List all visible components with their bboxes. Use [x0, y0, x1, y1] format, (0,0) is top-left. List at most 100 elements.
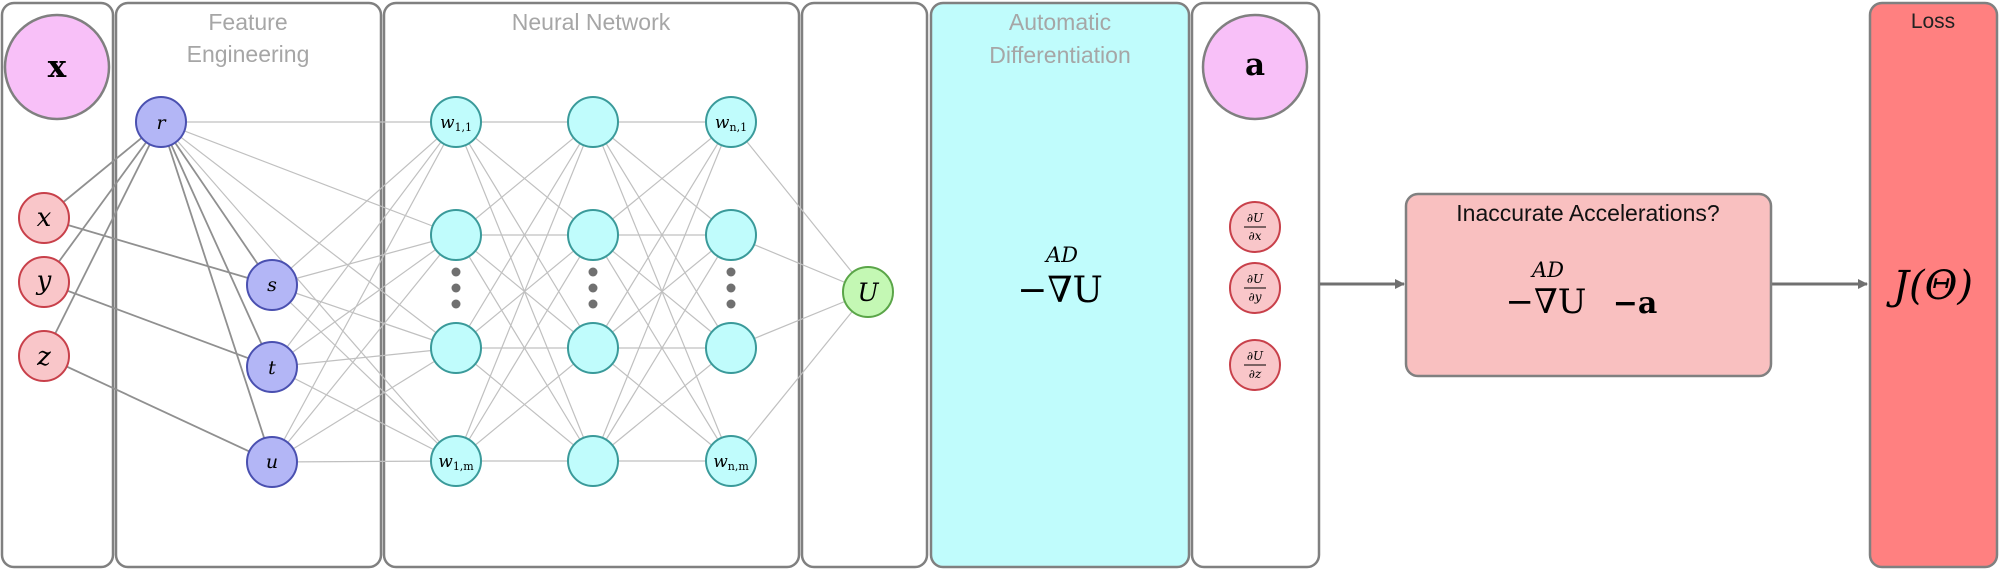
feature-node-s: [246, 259, 298, 311]
ellipsis-dot: [726, 283, 736, 293]
ad-title-line1: Automatic: [1009, 9, 1111, 35]
edge: [271, 234, 457, 368]
neuron: [567, 435, 619, 487]
neuron: [567, 96, 619, 148]
edge: [271, 121, 457, 368]
edge: [271, 284, 457, 349]
automatic-differentiation-panel: [929, 1, 1191, 569]
ellipsis-dot: [451, 299, 461, 309]
ellipsis-dot: [588, 283, 598, 293]
edge: [455, 121, 594, 236]
neuron-w1m: [430, 435, 482, 487]
ellipsis-dot: [451, 283, 461, 293]
edge: [592, 121, 732, 462]
edge: [271, 284, 457, 462]
edge: [271, 121, 457, 463]
edge: [271, 234, 457, 286]
input-label-x: x: [37, 203, 52, 233]
error-box-title: Inaccurate Accelerations?: [1456, 200, 1719, 226]
feature-label-u: u: [266, 451, 278, 473]
edge: [43, 121, 162, 283]
edge: [730, 291, 869, 462]
output-node-U: [842, 266, 894, 318]
feature-label-t: t: [268, 357, 276, 379]
neuron-label-w11: w1,1: [440, 113, 472, 134]
edge: [43, 355, 273, 463]
feature-node-t: [246, 341, 298, 393]
input-label-y: y: [36, 266, 52, 296]
feature-node-r: [135, 96, 187, 148]
neuron: [430, 322, 482, 374]
ad-title-line2: Differentiation: [989, 42, 1131, 68]
edge: [43, 217, 273, 286]
ellipsis-dot: [588, 267, 598, 277]
input-vector-label: x: [48, 49, 67, 85]
partial-denominator: ∂x: [1249, 229, 1262, 243]
partial-numerator: ∂U: [1247, 211, 1264, 225]
partial-derivative-y: ∂U ∂y: [1229, 262, 1281, 314]
neuron: [705, 322, 757, 374]
acceleration-vector-label: a: [1245, 47, 1265, 83]
neuron-label-wn1: wn,1: [715, 113, 747, 134]
input-node-y: [18, 256, 70, 308]
partial-denominator: ∂y: [1249, 290, 1262, 304]
neuron-wn1: [705, 96, 757, 148]
edge: [730, 121, 869, 293]
partial-numerator: ∂U: [1247, 349, 1264, 363]
partial-derivative-x: ∂U ∂x: [1229, 201, 1281, 253]
edge: [455, 347, 594, 462]
edge: [160, 121, 273, 368]
neuron: [705, 209, 757, 261]
ad-gradient-expression: −∇U: [1017, 270, 1103, 311]
input-node-x: [18, 192, 70, 244]
partial-numerator: ∂U: [1247, 272, 1264, 286]
inaccurate-accelerations-box: [1404, 192, 1773, 378]
neuron-w11: [430, 96, 482, 148]
edge: [43, 121, 162, 357]
nn-title: Neural Network: [512, 9, 671, 35]
partial-denominator: ∂z: [1249, 367, 1262, 381]
neuron: [567, 322, 619, 374]
edge: [592, 121, 732, 236]
feature-node-u: [246, 436, 298, 488]
edge: [271, 347, 457, 368]
input-vector-node: [3, 13, 111, 121]
neuron-wnm: [705, 435, 757, 487]
edge: [592, 234, 732, 462]
edge: [160, 121, 273, 286]
feature-label-r: r: [156, 112, 167, 134]
hidden2-hidden3-edges: [592, 121, 732, 462]
acceleration-vector-node: [1201, 13, 1309, 121]
loss-panel: [1868, 1, 1999, 569]
ellipsis-dot: [588, 299, 598, 309]
error-ad-superscript: AD: [1530, 258, 1564, 282]
partial-derivative-z: ∂U ∂z: [1229, 339, 1281, 391]
ellipsis-dot: [726, 267, 736, 277]
ellipsis-dot: [451, 267, 461, 277]
neuron-label-wnm: wn,m: [713, 452, 749, 473]
edge: [271, 460, 457, 463]
feature-title-line1: Feature: [208, 9, 287, 35]
input-node-z: [18, 330, 70, 382]
edge: [592, 347, 732, 462]
edge: [455, 121, 594, 349]
neuron: [567, 209, 619, 261]
edge: [592, 121, 732, 349]
edge: [160, 121, 273, 463]
edge: [271, 347, 457, 463]
edge: [160, 121, 457, 462]
neuron-label-w1m: w1,m: [438, 452, 474, 473]
error-minus-acceleration: −a: [1613, 286, 1658, 321]
edge: [271, 234, 457, 463]
edge: [271, 121, 457, 286]
feature-hidden-edges: [160, 121, 457, 463]
input-label-z: z: [36, 342, 51, 372]
edge: [455, 121, 594, 462]
edge: [455, 234, 594, 462]
ad-superscript: AD: [1044, 243, 1078, 267]
neuron: [430, 209, 482, 261]
edge: [271, 366, 457, 462]
edge: [43, 281, 273, 368]
output-label-U: U: [857, 278, 879, 307]
